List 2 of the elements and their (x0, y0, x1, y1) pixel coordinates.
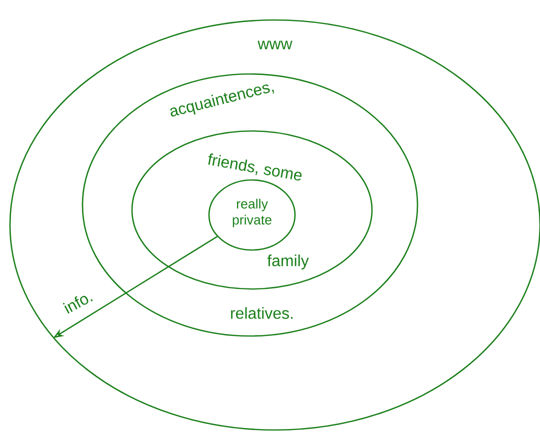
edge-label: info. (62, 296, 93, 314)
ring: really private (208, 179, 296, 251)
